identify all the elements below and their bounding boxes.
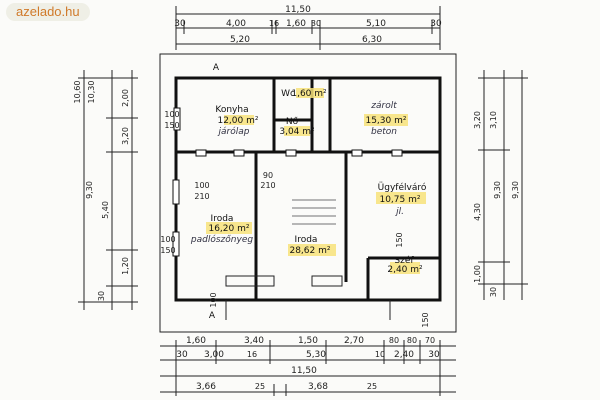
left-dim-1: 10,60 bbox=[73, 81, 82, 104]
section-mark-top: A bbox=[213, 63, 220, 73]
bottom-dim-17: 3,68 bbox=[308, 382, 328, 392]
bottom-dim-14: 30 bbox=[428, 350, 440, 360]
bottom-dim-1: 1,60 bbox=[186, 336, 206, 346]
room-area-szef: 2,40 m² bbox=[387, 265, 423, 275]
opening-size-2: 150 bbox=[164, 121, 179, 130]
room-area-zarolt: 15,30 m² bbox=[365, 116, 406, 126]
bottom-dim-6: 80 bbox=[407, 336, 417, 345]
room-area-konyha: 12,00 m² bbox=[217, 116, 258, 126]
top-dimensions: 11,50 30 4,00 16 1,60 30 5,10 30 5,20 6,… bbox=[174, 5, 442, 50]
left-dim-3: 9,30 bbox=[85, 181, 94, 199]
bottom-dim-9: 3,00 bbox=[204, 350, 224, 360]
bottom-dim-16: 25 bbox=[255, 382, 265, 391]
bottom-dim-10: 16 bbox=[247, 350, 257, 359]
right-dim-3: 9,30 bbox=[493, 181, 502, 199]
bottom-dim-18: 25 bbox=[367, 382, 377, 391]
room-name-ugyfelvaro: Ügyfélváró bbox=[378, 182, 427, 193]
bottom-total-dim: 11,50 bbox=[291, 366, 317, 376]
highlight-iroda-2 bbox=[288, 244, 336, 256]
highlight-wc bbox=[296, 88, 324, 98]
right-dim-7: 30 bbox=[489, 287, 498, 297]
top-dim-5: 30 bbox=[311, 19, 321, 28]
right-dim-5: 4,30 bbox=[473, 203, 482, 221]
right-dim-6: 1,00 bbox=[473, 265, 482, 283]
opening-size-10: 150 bbox=[395, 232, 404, 247]
highlight-no bbox=[284, 126, 310, 136]
top-dim-1: 30 bbox=[174, 19, 186, 29]
top-dim-2: 4,00 bbox=[226, 19, 246, 29]
left-dim-7: 1,20 bbox=[121, 257, 130, 275]
room-name-iroda-2: Iroda bbox=[295, 235, 318, 245]
highlight-iroda-1 bbox=[206, 222, 252, 234]
walls bbox=[172, 76, 442, 320]
top-dim-9: 6,30 bbox=[362, 35, 382, 45]
opening-size-4: 210 bbox=[194, 192, 209, 201]
room-note-zarolt: beton bbox=[371, 127, 397, 137]
bottom-dim-12: 10 bbox=[375, 350, 385, 359]
room-name-zarolt: zárolt bbox=[370, 101, 397, 111]
top-total-dim: 11,50 bbox=[285, 5, 311, 15]
bottom-dim-2: 3,40 bbox=[244, 336, 264, 346]
opening-size-1: 100 bbox=[164, 110, 179, 119]
top-dim-3: 16 bbox=[269, 19, 279, 28]
opening-size-6: 150 bbox=[160, 246, 175, 255]
top-dim-6: 5,10 bbox=[366, 19, 386, 29]
bottom-dim-5: 80 bbox=[389, 336, 399, 345]
room-area-wc: 1,60 m² bbox=[291, 89, 327, 99]
bottom-dim-4: 2,70 bbox=[344, 336, 364, 346]
room-name-konyha: Konyha bbox=[215, 105, 248, 115]
opening-size-8: 210 bbox=[260, 181, 275, 190]
bottom-dim-7: 70 bbox=[425, 336, 435, 345]
highlight-ugyfelvaro bbox=[376, 192, 426, 204]
room-area-iroda-2: 28,62 m² bbox=[289, 246, 330, 256]
highlight-konyha bbox=[224, 115, 254, 125]
opening-size-9: 100 bbox=[209, 292, 218, 307]
left-dim-2: 10,30 bbox=[87, 81, 96, 104]
room-name-szef: Széf bbox=[394, 255, 414, 266]
bottom-dim-8: 30 bbox=[176, 350, 188, 360]
left-dimensions: 10,60 10,30 9,30 2,00 3,20 5,40 1,20 30 bbox=[73, 70, 138, 310]
left-dim-4: 2,00 bbox=[121, 89, 130, 107]
left-dim-6: 5,40 bbox=[101, 201, 110, 219]
bottom-dim-3: 1,50 bbox=[298, 336, 318, 346]
top-dim-7: 30 bbox=[430, 19, 442, 29]
left-dim-8: 30 bbox=[97, 291, 106, 301]
watermark-logo: azelado.hu bbox=[6, 3, 90, 21]
opening-size-7: 90 bbox=[263, 171, 273, 180]
section-mark-bottom: A bbox=[209, 311, 216, 321]
room-note-iroda-1: padlószőnyeg bbox=[190, 234, 253, 245]
room-note-ugyfelvaro: jl. bbox=[394, 207, 404, 217]
opening-size-3: 100 bbox=[194, 181, 209, 190]
right-dim-4: 9,30 bbox=[511, 181, 520, 199]
top-dim-8: 5,20 bbox=[230, 35, 250, 45]
room-area-no: 3,04 m² bbox=[279, 127, 315, 137]
opening-size-5: 100 bbox=[160, 235, 175, 244]
highlight-szef bbox=[390, 262, 420, 274]
right-dimensions: 3,20 3,10 9,30 9,30 4,30 1,00 30 bbox=[473, 70, 528, 300]
bottom-dim-15: 3,66 bbox=[196, 382, 216, 392]
opening-size-11: 150 bbox=[421, 312, 430, 327]
site-outline bbox=[159, 53, 457, 333]
room-name-iroda-1: Iroda bbox=[211, 214, 234, 224]
room-name-wc: Wc bbox=[281, 89, 295, 99]
room-name-no: Nő bbox=[286, 117, 299, 127]
left-dim-5: 3,20 bbox=[121, 127, 130, 145]
room-note-konyha: járólap bbox=[217, 126, 250, 137]
bottom-dim-13: 2,40 bbox=[394, 350, 414, 360]
bottom-dimensions: 1,60 3,40 1,50 2,70 80 80 70 30 3,00 16 … bbox=[160, 336, 456, 396]
right-dim-2: 3,10 bbox=[489, 111, 498, 129]
right-dim-1: 3,20 bbox=[473, 111, 482, 129]
room-area-iroda-1: 16,20 m² bbox=[208, 224, 249, 234]
room-area-ugyfelvaro: 10,75 m² bbox=[379, 195, 420, 205]
top-dim-4: 1,60 bbox=[286, 19, 306, 29]
highlight-zarolt bbox=[364, 114, 408, 126]
bottom-dim-11: 5,30 bbox=[306, 350, 326, 360]
